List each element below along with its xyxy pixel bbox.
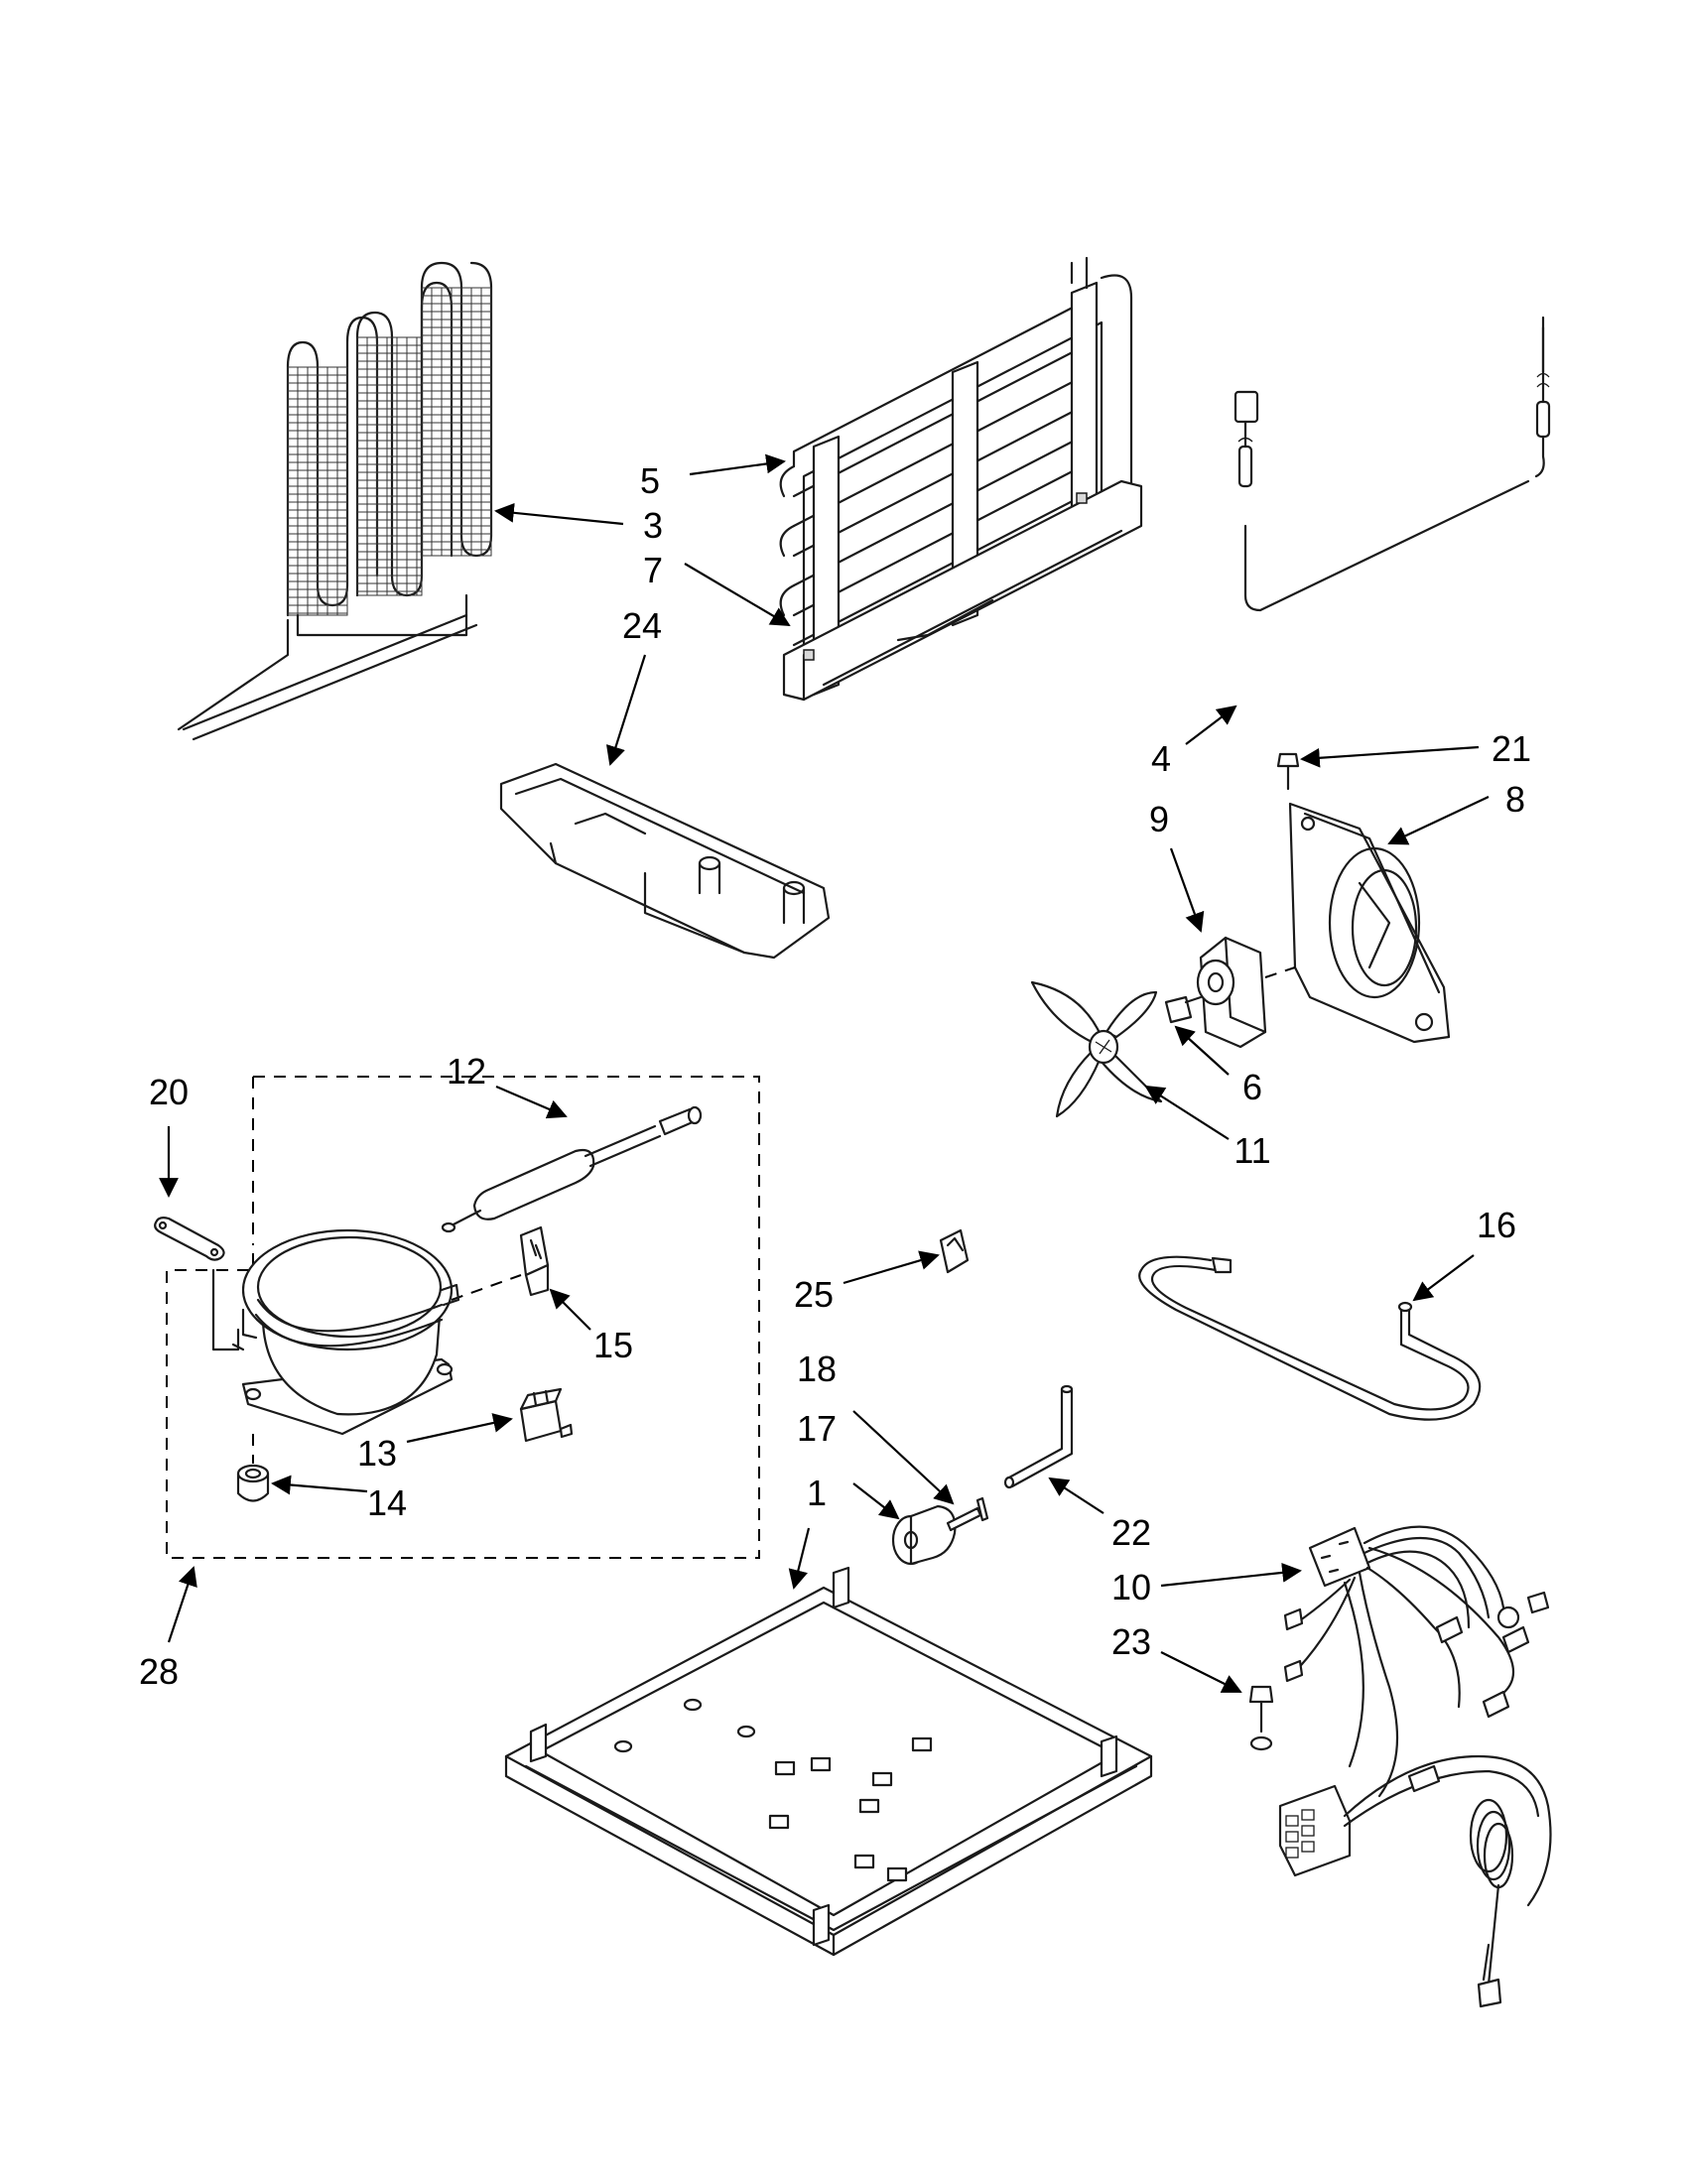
callout-15: 15 [593, 1325, 633, 1365]
drain-tray-part [782, 479, 1143, 702]
roller-part [891, 1504, 957, 1566]
callout-3: 3 [643, 505, 663, 546]
screw-23-part [1248, 1685, 1274, 1751]
clip-20-part [154, 1217, 225, 1261]
clip-25-part [939, 1228, 970, 1274]
callout-6: 6 [1242, 1067, 1262, 1107]
leader-lines [159, 453, 1490, 1693]
drier-part [441, 1105, 703, 1233]
relay-part [451, 1225, 550, 1301]
grommet-part [236, 1434, 270, 1502]
callout-labels: 5 3 7 24 4 21 8 9 6 11 12 20 15 13 14 28… [139, 460, 1531, 1692]
callout-13: 13 [357, 1433, 397, 1474]
callout-12: 12 [447, 1051, 486, 1092]
callout-4: 4 [1151, 738, 1171, 779]
condenser-coil-part [177, 261, 493, 741]
fan-nut-part [1164, 995, 1203, 1024]
fan-motor-part [1196, 936, 1296, 1049]
fan-blade-part [1030, 980, 1163, 1118]
callout-9: 9 [1149, 799, 1169, 839]
callout-24: 24 [622, 605, 662, 646]
callout-7: 7 [643, 550, 663, 590]
callout-8: 8 [1505, 779, 1525, 820]
callout-17: 17 [797, 1408, 837, 1449]
callout-11: 11 [1234, 1130, 1270, 1171]
drain-pan-part [499, 762, 831, 960]
callout-1: 1 [807, 1473, 827, 1513]
compressor-part [211, 1228, 460, 1436]
callout-14: 14 [367, 1482, 407, 1523]
wire-harness-part [1278, 1525, 1552, 2008]
compressor-kit-boundary [166, 1076, 760, 1559]
fan-shroud-part [1288, 802, 1451, 1044]
tube-16-part [1138, 1255, 1482, 1421]
callout-5: 5 [640, 460, 660, 501]
callout-16: 16 [1477, 1205, 1516, 1245]
callout-21: 21 [1492, 728, 1531, 769]
thermistor-part [1234, 316, 1551, 612]
axle-pin-part [946, 1496, 989, 1532]
base-frame-part [504, 1566, 1153, 1957]
callout-18: 18 [797, 1349, 837, 1389]
callout-25: 25 [794, 1274, 834, 1315]
overload-part [519, 1387, 574, 1443]
callout-10: 10 [1111, 1567, 1151, 1607]
screw-21-part [1276, 752, 1300, 791]
callout-20: 20 [149, 1072, 189, 1112]
callout-22: 22 [1111, 1512, 1151, 1553]
callout-23: 23 [1111, 1621, 1151, 1662]
tube-22-part [1003, 1384, 1074, 1489]
callout-28: 28 [139, 1651, 179, 1692]
